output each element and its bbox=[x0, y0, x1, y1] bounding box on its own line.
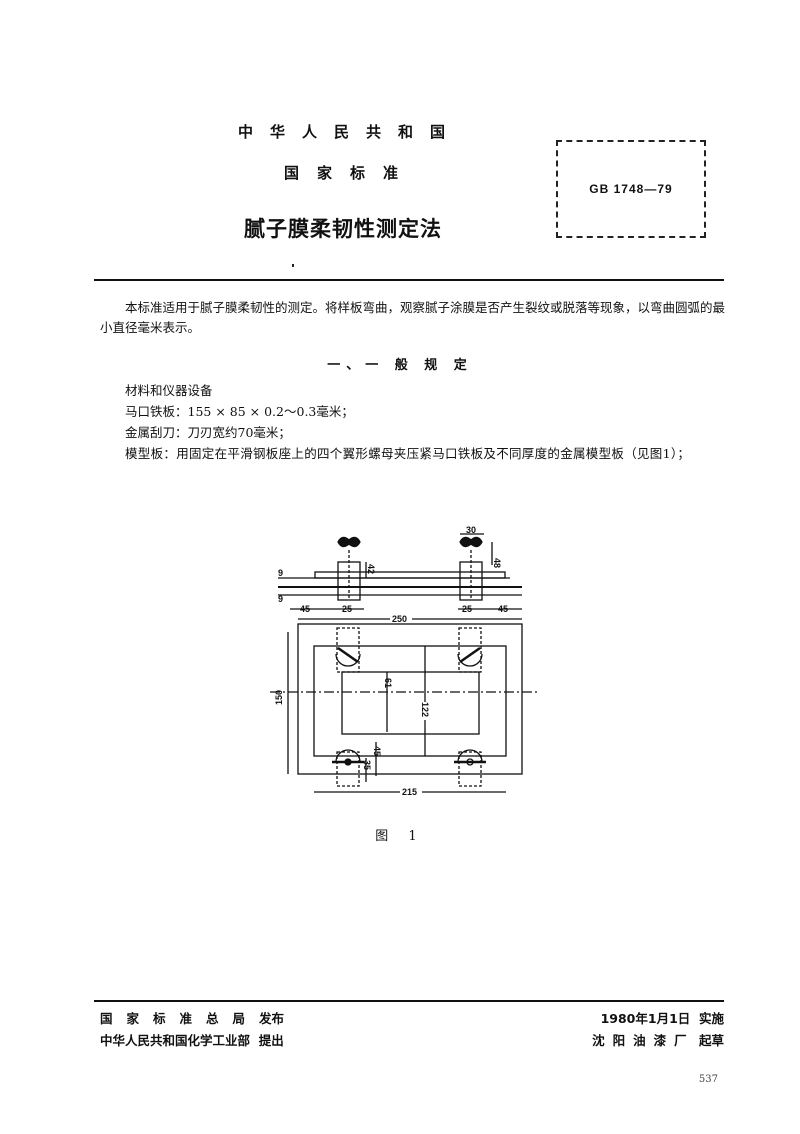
dim-30: 30 bbox=[466, 525, 476, 535]
effective-action: 实施 bbox=[698, 1011, 724, 1026]
item-template-board: 模型板：用固定在平滑钢板座上的四个翼形螺母夹压紧马口铁板及不同厚度的金属模型板（… bbox=[125, 446, 691, 461]
page-number: 537 bbox=[698, 1074, 718, 1085]
dim-45-right: 45 bbox=[498, 604, 508, 614]
dim-9b: 9 bbox=[278, 594, 283, 604]
dim-25-left: 25 bbox=[342, 604, 352, 614]
drafter: 沈阳油漆厂 bbox=[592, 1033, 695, 1048]
section-heading: 一、一 般 规 定 bbox=[327, 358, 473, 373]
drafter-line: 沈阳油漆厂 起草 bbox=[592, 1030, 724, 1049]
dim-42: 42 bbox=[366, 564, 376, 574]
issuer-line: 国家标准总局发布 bbox=[100, 1008, 284, 1027]
proposer-action: 提出 bbox=[258, 1033, 284, 1048]
standard-type: 国家标准 bbox=[283, 164, 416, 182]
dim-35: 35 bbox=[362, 760, 372, 770]
dim-9a: 9 bbox=[278, 568, 283, 578]
dim-45-left: 45 bbox=[300, 604, 310, 614]
dim-61: 61 bbox=[383, 678, 393, 688]
footer-divider bbox=[94, 1000, 724, 1002]
issuer: 国家标准总局 bbox=[100, 1011, 260, 1026]
scan-speck bbox=[292, 264, 294, 267]
document-title: 腻子膜柔韧性测定法 bbox=[244, 217, 442, 241]
dim-122: 122 bbox=[420, 702, 430, 717]
dim-25-right: 25 bbox=[462, 604, 472, 614]
figure-caption: 图 1 bbox=[375, 829, 425, 844]
dim-215: 215 bbox=[402, 787, 417, 797]
dim-45-bolt: 45 bbox=[372, 746, 382, 756]
materials-heading: 材料和仪器设备 bbox=[125, 383, 213, 398]
effective-date: 1980年1月1日 bbox=[600, 1011, 691, 1026]
header-divider bbox=[94, 279, 724, 281]
dim-150: 150 bbox=[274, 690, 284, 705]
issuer-action: 发布 bbox=[259, 1011, 285, 1026]
proposer: 中华人民共和国化学工业部 bbox=[100, 1033, 251, 1048]
drafter-action: 起草 bbox=[698, 1033, 724, 1048]
dim-48: 48 bbox=[492, 558, 502, 568]
effective-line: 1980年1月1日 实施 bbox=[601, 1008, 724, 1027]
intro-paragraph: 本标准适用于腻子膜柔韧性的测定。将样板弯曲，观察腻子涂膜是否产生裂纹或脱落等现象… bbox=[100, 300, 726, 335]
standard-code: GB 1748—79 bbox=[589, 182, 673, 196]
item-tinplate: 马口铁板：155 × 85 × 0.2～0.3毫米； bbox=[125, 404, 354, 419]
figure-1-drawing: 30 48 42 9 9 45 25 25 45 250 bbox=[270, 520, 540, 800]
standard-code-box: GB 1748—79 bbox=[556, 140, 706, 238]
item-scraper: 金属刮刀：刀刃宽约70毫米； bbox=[125, 425, 291, 440]
proposer-line: 中华人民共和国化学工业部 提出 bbox=[100, 1030, 284, 1049]
country-name: 中华人民共和国 bbox=[237, 123, 462, 141]
dim-250: 250 bbox=[392, 614, 407, 624]
